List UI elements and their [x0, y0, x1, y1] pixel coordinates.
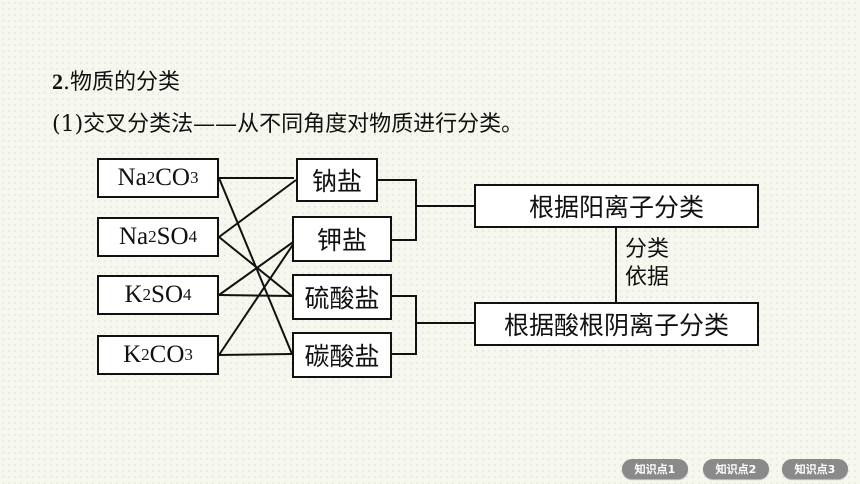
link-k2so4-sulfate: [218, 294, 293, 297]
link-k2so4-potassium: [218, 239, 297, 296]
link-na2so4-sulfate: [218, 236, 293, 297]
link-k2co3-carbonate: [218, 353, 293, 356]
bracket-cation: [378, 179, 417, 241]
subtitle: (1)交叉分类法——从不同角度对物质进行分类。: [52, 112, 524, 137]
salt-sodium: 钠盐: [296, 158, 378, 202]
nav-knowledge-2-button[interactable]: 知识点2: [703, 459, 769, 479]
nav-knowledge-3-button[interactable]: 知识点3: [782, 459, 848, 479]
basis-line-1: 分类: [625, 237, 670, 262]
salt-sulfate: 硫酸盐: [292, 274, 392, 320]
nav-knowledge-1-button[interactable]: 知识点1: [622, 459, 688, 479]
criterion-cation: 根据阳离子分类: [474, 184, 759, 228]
section-number: 2: [52, 69, 63, 94]
link-na2so4-sodium: [218, 179, 297, 238]
link-k2co3-potassium: [218, 239, 297, 356]
section-title: .物质的分类: [63, 70, 180, 95]
salt-potassium: 钾盐: [292, 216, 392, 262]
classification-basis: 分类 依据: [625, 236, 669, 292]
criterion-anion: 根据酸根阴离子分类: [474, 302, 759, 346]
salt-carbonate: 碳酸盐: [292, 332, 392, 378]
basis-line-2: 依据: [625, 265, 670, 290]
section-heading: 2.物质的分类: [52, 64, 180, 96]
bracket-anion: [388, 295, 417, 355]
